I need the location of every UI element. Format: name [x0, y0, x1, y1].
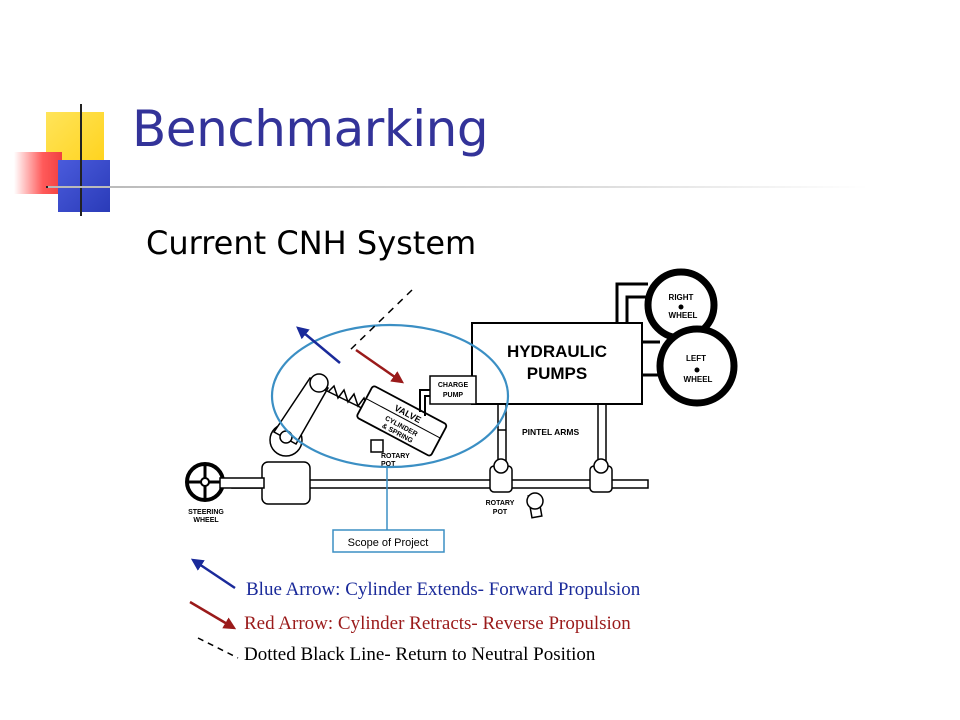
rotary-pot-top — [370, 439, 384, 453]
slide-title: Benchmarking — [132, 100, 489, 158]
rotary-pot-bottom-label-2: POT — [493, 509, 508, 516]
valve-cylinder-assembly: VALVE CYLINDER & SPRING — [356, 385, 448, 457]
steering-wheel-label-1: STEERING — [188, 509, 224, 516]
charge-pump-label-1: CHARGE — [438, 382, 469, 389]
charge-pump: CHARGE PUMP — [419, 375, 477, 416]
title-underline — [48, 186, 868, 188]
left-wheel: LEFT WHEEL — [656, 325, 738, 407]
steering-wheel-label-2: WHEEL — [193, 517, 219, 524]
scope-of-project-label: Scope of Project — [348, 537, 429, 549]
vertical-line — [80, 104, 82, 216]
main-shaft — [231, 458, 649, 493]
hydraulic-pumps-label-1: HYDRAULIC — [507, 342, 607, 361]
left-wheel-label-2: WHEEL — [684, 375, 713, 384]
charge-pump-label-2: PUMP — [443, 392, 464, 399]
rotary-pot-top-label-2: POT — [381, 461, 396, 468]
rotary-pot-top-label-1: ROTARY — [381, 453, 410, 460]
legend-blue-text: Blue Arrow: Cylinder Extends- Forward Pr… — [246, 579, 641, 600]
left-wheel-label-1: LEFT — [686, 354, 706, 363]
dotted-neutral-line — [347, 289, 413, 353]
blue-arrow — [296, 326, 341, 364]
pintel-arms — [497, 404, 607, 466]
legend-red-text: Red Arrow: Cylinder Retracts- Reverse Pr… — [244, 613, 631, 634]
legend-dotted-text: Dotted Black Line- Return to Neutral Pos… — [244, 644, 596, 665]
pintel-arms-label: PINTEL ARMS — [522, 427, 579, 437]
red-arrow — [355, 348, 405, 384]
rotary-pot-bottom-label-1: ROTARY — [486, 500, 515, 507]
legend: Blue Arrow: Cylinder Extends- Forward Pr… — [189, 558, 641, 665]
scope-ellipse — [270, 323, 510, 469]
steering-wheel — [185, 462, 225, 502]
right-wheel-label-1: RIGHT — [669, 293, 694, 302]
legend-blue-arrow-icon — [190, 558, 236, 590]
scope-of-project-box: Scope of Project — [332, 529, 445, 553]
legend-dotted-line-icon — [197, 637, 239, 659]
slide-subtitle: Current CNH System — [146, 224, 477, 262]
hydraulic-pumps-box: HYDRAULIC PUMPS — [471, 322, 643, 405]
rotary-pot-bottom — [526, 492, 544, 519]
legend-red-arrow-icon — [189, 600, 237, 630]
hydraulic-pumps-label-2: PUMPS — [527, 364, 587, 383]
right-wheel-label-2: WHEEL — [669, 311, 698, 320]
